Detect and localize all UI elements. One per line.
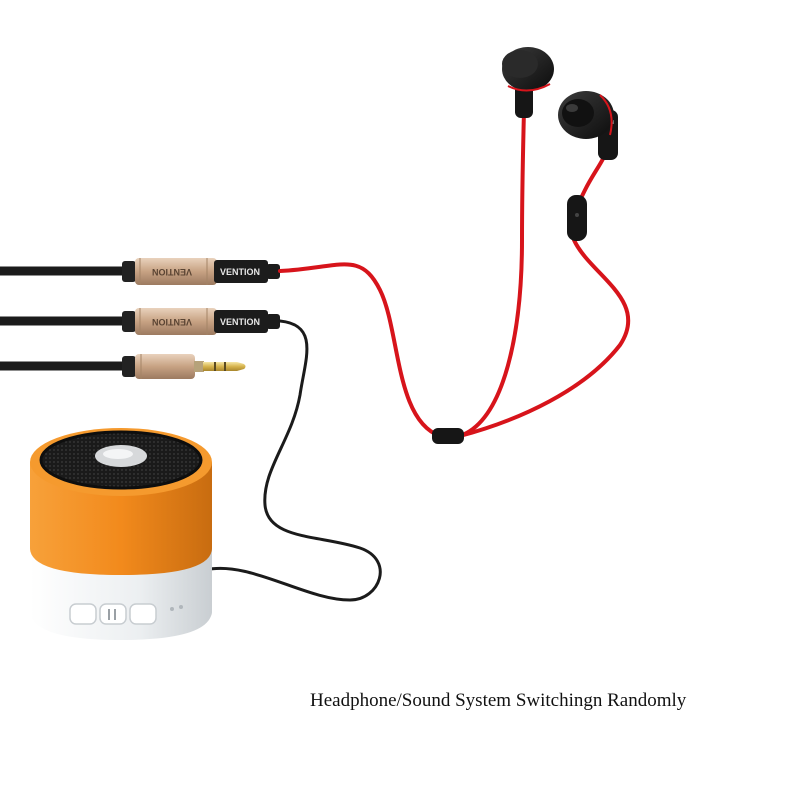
earbud-left [502, 47, 554, 118]
connector-logo: VENTION [152, 317, 192, 327]
earphone-cable-right [458, 143, 631, 438]
middle-connector: VENTION VENTION [122, 308, 280, 335]
cable-splitter [432, 428, 464, 444]
top-connector: VENTION VENTION [122, 258, 280, 285]
speaker-icon [30, 428, 212, 640]
connector-logo: VENTION [220, 267, 260, 277]
splitter-cable-icon: VENTION VENTION VENTION VENTION [0, 258, 382, 602]
caption-text: Headphone/Sound System Switchingn Random… [310, 690, 687, 711]
inline-mic [567, 195, 587, 241]
connector-logo: VENTION [220, 317, 260, 327]
speaker-cable [203, 319, 382, 602]
earbud-right [558, 91, 618, 160]
earphones-icon [278, 47, 631, 444]
earphone-cable-left [278, 108, 526, 438]
connector-logo: VENTION [152, 267, 192, 277]
audio-plug [122, 354, 246, 379]
